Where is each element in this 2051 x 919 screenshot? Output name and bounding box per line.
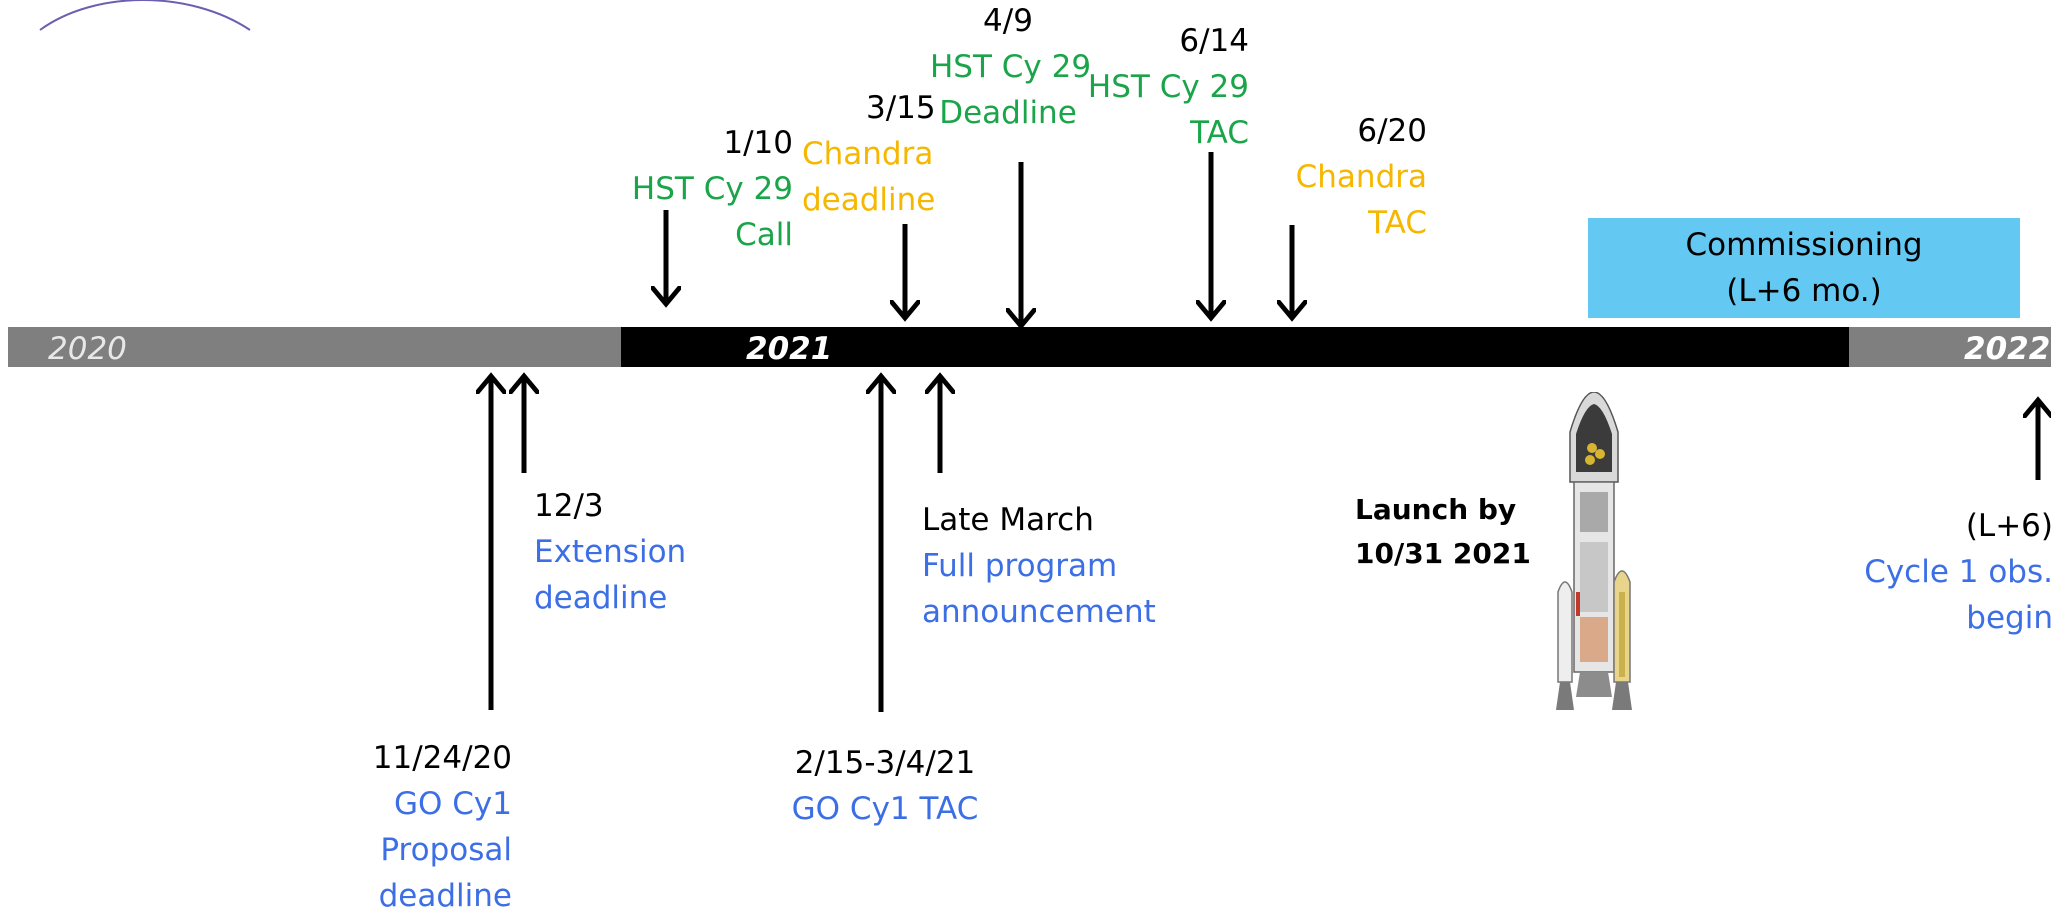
event-hst-deadline: 4/9 HST Cy 29 Deadline	[930, 0, 1092, 136]
commissioning-box: Commissioning (L+6 mo.)	[1588, 218, 2020, 318]
event-date-line: 3/15	[866, 90, 936, 126]
timeline-bar-2020	[8, 327, 621, 367]
launch-label: Launch by 10/31 2021	[1355, 488, 1531, 576]
event-label-line: Proposal	[380, 832, 512, 868]
event-label-line: deadline	[802, 182, 936, 218]
commissioning-duration: (L+6 mo.)	[1726, 273, 1882, 309]
event-label-line: TAC	[1368, 205, 1427, 241]
event-chandra-deadline: 3/15 Chandra deadline	[802, 85, 936, 223]
timeline-bar-2022	[1849, 327, 2051, 367]
event-label-line: GO Cy1 TAC	[791, 791, 979, 827]
event-date: 2/15-3/4/21	[794, 745, 976, 781]
event-label-line: Extension	[534, 534, 687, 570]
event-extension-deadline: 12/3 Extension deadline	[534, 483, 686, 621]
event-chandra-tac: 6/20 Chandra TAC	[1296, 108, 1427, 246]
event-label-line: Chandra	[1295, 159, 1427, 195]
event-label-line: Full program	[922, 548, 1118, 584]
event-label-line: Call	[735, 217, 793, 253]
year-label-2021: 2021	[746, 331, 833, 367]
event-label-line: deadline	[534, 580, 668, 616]
event-label-line: begin	[1966, 600, 2051, 636]
event-date: Late March	[922, 502, 1094, 538]
event-label-line: GO Cy1	[394, 786, 512, 822]
event-label-line: announcement	[922, 594, 1156, 630]
event-date: 6/20	[1357, 113, 1427, 149]
event-date: (L+6)	[1965, 508, 2051, 544]
event-label-line: HST Cy 29	[631, 171, 793, 207]
event-go-tac: 2/15-3/4/21 GO Cy1 TAC	[770, 740, 1000, 832]
event-label-line: HST Cy 29	[1087, 69, 1249, 105]
event-hst-tac: 6/14 HST Cy 29 TAC	[1088, 18, 1249, 156]
event-label-line: Deadline	[939, 95, 1077, 131]
event-label-line: TAC	[1190, 115, 1249, 151]
timeline-bar-2021	[621, 327, 1849, 367]
rocket-icon	[1556, 392, 1632, 710]
launch-line: Launch by	[1355, 493, 1517, 526]
event-program-announcement: Late March Full program announcement	[922, 497, 1156, 635]
event-cycle1-begin: (L+6) Cycle 1 obs. begin	[1864, 503, 2051, 641]
commissioning-title: Commissioning	[1685, 227, 1923, 263]
event-date: 6/14	[1179, 23, 1249, 59]
event-label-line: Chandra	[802, 136, 934, 172]
event-date: 12/3	[534, 488, 604, 524]
event-label-line: Cycle 1 obs.	[1864, 554, 2051, 590]
year-label-2020: 2020	[48, 331, 127, 367]
event-label-line: deadline	[378, 878, 512, 914]
event-date: 11/24/20	[372, 740, 512, 776]
event-label-line: HST Cy 29	[930, 49, 1092, 85]
launch-line: 10/31 2021	[1355, 537, 1531, 570]
year-label-2022: 2022	[1964, 331, 2051, 367]
event-proposal-deadline: 11/24/20 GO Cy1 Proposal deadline	[373, 735, 512, 919]
event-date: 4/9	[983, 3, 1033, 39]
event-date: 1/10	[723, 125, 793, 161]
event-hst-call: 1/10 HST Cy 29 Call	[632, 120, 793, 258]
